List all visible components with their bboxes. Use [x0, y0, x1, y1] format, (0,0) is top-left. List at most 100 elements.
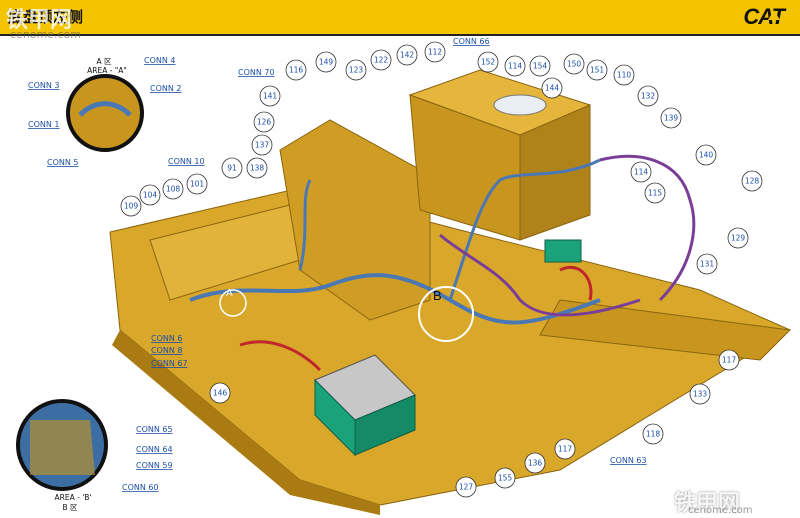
conn-label: CONN 63: [610, 456, 647, 465]
watermark-brand-top: 铁甲网: [6, 8, 73, 33]
callout-number: 129: [731, 234, 746, 243]
callout-number: 114: [508, 62, 523, 71]
callout-133: 133: [689, 383, 711, 405]
callout-109: 109: [120, 195, 142, 217]
callout-circle: [396, 44, 418, 66]
area-a-line1: A 区: [96, 57, 112, 66]
callout-number: 104: [143, 191, 158, 200]
conn-label: CONN 59: [136, 461, 173, 470]
callout-number: 151: [590, 66, 605, 75]
area-b-line1: AREA - 'B': [55, 493, 92, 502]
marker-a-circle: [219, 289, 247, 317]
callout-104: 104: [139, 184, 161, 206]
conn-label: CONN 5: [47, 158, 78, 167]
callout-number: 112: [428, 48, 443, 57]
callout-number: 91: [227, 164, 237, 173]
callout-number: 144: [545, 84, 560, 93]
callout-number: 109: [124, 202, 139, 211]
conn-label: CONN 3: [28, 81, 59, 90]
frame-beam: [539, 299, 792, 361]
marker-b-circle: [418, 286, 474, 342]
callouts-layer: 116 149 123 122 142 112 152 114 154 150 144 151 110 1…: [120, 41, 763, 498]
conn-label: CONN 1: [28, 120, 59, 129]
callout-number: 114: [634, 168, 649, 177]
callout-circle: [251, 134, 273, 156]
callout-circle: [586, 59, 608, 81]
callout-circle: [494, 467, 516, 489]
callout-number: 117: [722, 356, 737, 365]
callout-155: 155: [494, 467, 516, 489]
callout-number: 150: [567, 60, 582, 69]
area-b-line2: B 区: [62, 503, 78, 512]
callout-number: 131: [700, 260, 715, 269]
callout-circle: [689, 383, 711, 405]
callout-140: 140: [695, 144, 717, 166]
callout-circle: [630, 161, 652, 183]
callout-circle: [741, 170, 763, 192]
callout-circle: [696, 253, 718, 275]
callout-154: 154: [529, 55, 551, 77]
callout-number: 132: [641, 92, 656, 101]
callout-129: 129: [727, 227, 749, 249]
callout-circle: [529, 55, 551, 77]
area-a-line2: AREA - "A": [87, 66, 127, 75]
callout-circle: [120, 195, 142, 217]
callout-131: 131: [696, 253, 718, 275]
callout-115: 115: [644, 182, 666, 204]
callout-circle: [455, 476, 477, 498]
callout-number: 101: [190, 180, 205, 189]
callout-circle: [345, 59, 367, 81]
callout-number: 122: [374, 56, 389, 65]
callout-123: 123: [345, 59, 367, 81]
callout-142: 142: [396, 44, 418, 66]
conn-label: CONN 66: [453, 37, 490, 46]
callout-number: 139: [664, 114, 679, 123]
conn-label: CONN 67: [151, 359, 188, 368]
marker-b-label: B: [433, 288, 442, 303]
callout-149: 149: [315, 51, 337, 73]
callout-150: 150: [563, 53, 585, 75]
callout-circle: [477, 51, 499, 73]
callout-number: 138: [250, 164, 265, 173]
callout-151: 151: [586, 59, 608, 81]
callout-141: 141: [259, 85, 281, 107]
callout-circle: [727, 227, 749, 249]
callout-circle: [162, 178, 184, 200]
callout-circle: [259, 85, 281, 107]
inset-a: [66, 74, 144, 152]
callout-number: 141: [263, 92, 278, 101]
callout-number: 140: [699, 151, 714, 160]
callout-circle: [221, 157, 243, 179]
callout-101: 101: [186, 173, 208, 195]
callout-138: 138: [246, 157, 268, 179]
conn-label: CONN 65: [136, 425, 173, 434]
callout-circle: [186, 173, 208, 195]
callout-number: 108: [166, 185, 181, 194]
callout-number: 115: [648, 189, 663, 198]
harness-red: [239, 265, 593, 372]
callout-number: 136: [528, 459, 543, 468]
marker-a-label: A: [226, 288, 233, 299]
callout-circle: [504, 55, 526, 77]
harness-purple: [439, 154, 696, 317]
callout-number: 152: [481, 58, 496, 67]
filter-cap: [493, 94, 547, 116]
callout-number: 137: [255, 141, 270, 150]
conn-label: CONN 2: [150, 84, 181, 93]
callout-circle: [285, 59, 307, 81]
callout-number: 117: [558, 445, 573, 454]
green-module: [544, 239, 582, 263]
callout-circle: [660, 107, 682, 129]
callout-number: 116: [289, 66, 304, 75]
callout-110: 110: [613, 64, 635, 86]
callout-circle: [370, 49, 392, 71]
harness-blue: [189, 273, 601, 325]
callout-circle: [563, 53, 585, 75]
callout-114b: 114: [630, 161, 652, 183]
inset-b-frame: [30, 420, 95, 475]
conn-label: CONN 70: [238, 68, 275, 77]
callout-circle: [209, 382, 231, 404]
callout-number: 126: [257, 118, 272, 127]
callout-number: 128: [745, 177, 760, 186]
